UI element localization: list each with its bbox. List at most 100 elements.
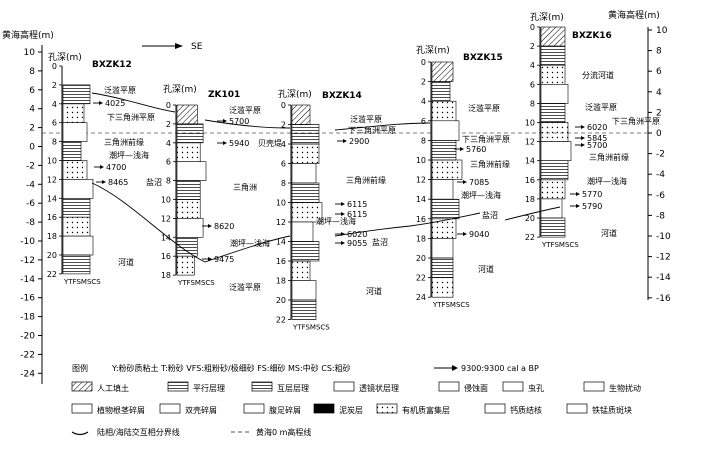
direction-arrow: SE xyxy=(142,42,203,52)
legend-label: 陆相/海陆交互相分界线 xyxy=(97,427,180,437)
lithology-segment xyxy=(176,255,195,276)
depth-tick-label: 4 xyxy=(52,100,57,109)
facies-label: 泛滥平原 xyxy=(350,114,382,124)
left-axis-tick-label: 8 xyxy=(29,67,35,77)
radiocarbon-date: 4700 xyxy=(106,163,126,172)
legend-label: 黄海0 m高程线 xyxy=(256,427,311,437)
legend-label: 有机质富集层 xyxy=(402,405,450,415)
facies-label: 下三角洲平原 xyxy=(462,134,510,144)
facies-label: 河道 xyxy=(366,286,382,296)
lithology-segment xyxy=(62,198,91,218)
left-axis-tick-label: 10 xyxy=(24,48,36,58)
lithology-segment xyxy=(540,179,566,200)
depth-axis-title: 孔深(m) xyxy=(278,89,312,100)
legend-abbreviations: Y:粉砂质粘土 T:粉砂 VFS:粗粉砂/极细砂 FS:细砂 MS:中砂 CS:… xyxy=(111,363,351,373)
depth-tick-label: 8 xyxy=(166,177,171,186)
depth-tick-label: 16 xyxy=(525,176,535,185)
depth-tick-label: 0 xyxy=(421,58,426,67)
lithology-segment xyxy=(62,235,94,256)
lithology-segment xyxy=(540,45,566,66)
radiocarbon-date: 9040 xyxy=(469,230,489,239)
grain-size-labels: YTFSMSCS xyxy=(432,301,470,309)
depth-tick-label: 6 xyxy=(52,119,57,128)
depth-axis-title: 孔深(m) xyxy=(416,45,450,56)
legend-label: 平行层理 xyxy=(193,383,225,393)
lithology-segment xyxy=(291,163,317,184)
legend-label: 钙质结核 xyxy=(510,405,542,415)
lithology-segment xyxy=(540,84,569,104)
lithology-segment xyxy=(431,100,457,122)
depth-axis-title: 孔深(m) xyxy=(530,12,564,23)
facies-label: 下三角洲平原 xyxy=(348,125,396,135)
depth-tick-label: 0 xyxy=(530,23,535,32)
lithology-segment xyxy=(291,143,320,164)
facies-labels: 泛滥平原 下三角洲平原 三角洲前缘 潮坪—浅海 盐沼 河道 泛滥平原 贝壳堤 三… xyxy=(104,70,660,296)
depth-tick-label: 10 xyxy=(416,156,426,165)
legend-item: 植物根茎碎屑 xyxy=(71,403,145,415)
right-axis-tick-label: 4 xyxy=(656,88,662,98)
lithology-segment xyxy=(176,161,207,181)
lithology-segment xyxy=(62,254,91,275)
left-axis-tick-label: -6 xyxy=(26,199,35,209)
depth-tick-label: 14 xyxy=(525,157,535,166)
lithology-segment xyxy=(176,180,201,200)
facies-label: 盐沼 xyxy=(372,237,388,247)
depth-tick-label: 14 xyxy=(276,238,286,247)
lithology-segment xyxy=(176,199,201,219)
legend-item: 透镜状层理 xyxy=(333,381,399,393)
left-axis-tick-label: -24 xyxy=(20,369,35,379)
lithology-segment xyxy=(540,64,566,85)
radiocarbon-date: 5770 xyxy=(582,190,602,199)
facies-label: 贝壳堤 xyxy=(258,138,282,148)
legend-label: 植物根茎碎屑 xyxy=(97,405,145,415)
left-axis-tick-label: 2 xyxy=(29,124,35,134)
left-axis-title: 黄海高程(m) xyxy=(2,29,54,41)
legend-item: 双壳碎屑 xyxy=(159,403,217,415)
lithology-segment xyxy=(540,122,569,142)
depth-tick-label: 18 xyxy=(416,234,426,243)
lithology-segment xyxy=(62,160,88,180)
legend-date-note: 9300:9300 cal a BP xyxy=(461,364,539,373)
left-axis-tick-label: 4 xyxy=(29,105,35,115)
lithology-segment xyxy=(540,26,566,47)
legend-item: 生物扰动 xyxy=(583,381,641,393)
depth-tick-label: 6 xyxy=(530,80,535,89)
radiocarbon-date: 5700 xyxy=(229,117,249,126)
facies-label: 三角洲前缘 xyxy=(346,175,386,185)
right-axis-tick-label: -14 xyxy=(656,273,671,283)
radiocarbon-date: 9475 xyxy=(214,255,234,264)
legend-item: 人工填土 xyxy=(71,381,129,393)
depth-tick-label: 22 xyxy=(47,270,57,279)
left-axis-tick-label: 0 xyxy=(29,143,35,153)
facies-label: 潮坪—浅海 xyxy=(587,176,627,186)
depth-tick-label: 8 xyxy=(281,179,286,188)
legend-item: 互层层理 xyxy=(251,381,309,393)
lithology-segment xyxy=(62,84,91,105)
depth-tick-label: 4 xyxy=(281,140,286,149)
legend-item: 侵蚀面 xyxy=(438,381,488,393)
radiocarbon-date: 5940 xyxy=(229,139,249,148)
depth-tick-label: 14 xyxy=(416,195,426,204)
radiocarbon-date: 8465 xyxy=(108,178,128,187)
depth-tick-label: 22 xyxy=(276,316,286,325)
depth-tick-label: 22 xyxy=(416,274,426,283)
radiocarbon-date: 2900 xyxy=(349,137,369,146)
depth-tick-label: 6 xyxy=(421,117,426,126)
grain-size-labels: YTFSMSCS xyxy=(541,241,579,249)
facies-label: 潮坪—浅海 xyxy=(109,150,149,160)
radiocarbon-date: 5700 xyxy=(587,141,607,150)
depth-tick-label: 20 xyxy=(525,214,535,223)
legend-item: 虫孔 xyxy=(502,381,544,393)
depth-tick-label: 14 xyxy=(161,233,171,242)
depth-tick-label: 8 xyxy=(421,136,426,145)
right-axis-tick-label: -8 xyxy=(656,211,665,221)
left-axis-tick-label: -22 xyxy=(20,350,35,360)
depth-tick-label: 10 xyxy=(276,199,286,208)
left-axis-tick-label: -8 xyxy=(26,218,35,228)
depth-tick-label: 8 xyxy=(530,99,535,108)
lithology-segment xyxy=(62,122,88,142)
right-axis-tick-label: -2 xyxy=(656,150,665,160)
depth-tick-label: 16 xyxy=(47,213,57,222)
radiocarbon-date: 6115 xyxy=(347,210,367,219)
